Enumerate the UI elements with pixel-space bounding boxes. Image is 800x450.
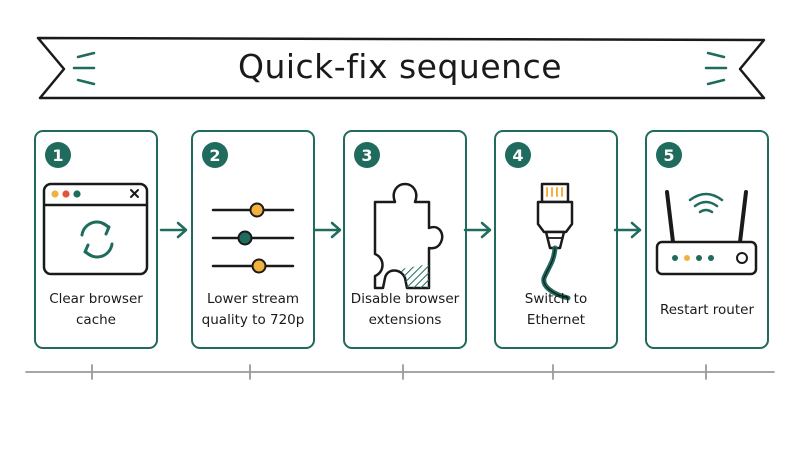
step-label: Switch to Ethernet	[524, 291, 588, 328]
banner-accent-marks-right	[704, 51, 728, 86]
arrow-right-icon	[463, 221, 492, 239]
timeline-axis	[25, 364, 775, 380]
arrow-right-icon	[159, 221, 188, 239]
step-label: Disable browser extensions	[350, 291, 460, 328]
arrow-right-icon	[613, 221, 642, 239]
step-card-3: 3 Disable browser extensions	[343, 130, 467, 349]
step-label: Clear browser cache	[49, 291, 143, 328]
step-number-badge: 5	[656, 142, 682, 168]
step-number-badge: 3	[354, 142, 380, 168]
step-label: Restart router	[659, 301, 755, 318]
step-card-4: 4 Switch to Ethernet	[494, 130, 618, 349]
step-number-badge: 2	[202, 142, 228, 168]
step-label: Lower stream quality to 720p	[201, 291, 305, 328]
step-card-5: 5 Restart router	[645, 130, 769, 349]
ethernet-cable-icon	[536, 182, 574, 301]
puzzle-piece-icon	[373, 182, 444, 290]
arrow-right-icon	[313, 221, 342, 239]
step-card-1: 1 Clear browser cache	[34, 130, 158, 349]
title-banner	[36, 36, 766, 100]
browser-refresh-icon	[42, 182, 149, 276]
step-card-2: 2 Lower stream quality to 720p	[191, 130, 315, 349]
step-number-badge: 4	[505, 142, 531, 168]
page-title: Quick-fix sequence	[237, 46, 563, 86]
step-number-badge: 1	[45, 142, 71, 168]
banner-accent-marks-left	[72, 51, 96, 86]
sliders-icon	[211, 202, 295, 274]
router-icon	[655, 190, 758, 276]
